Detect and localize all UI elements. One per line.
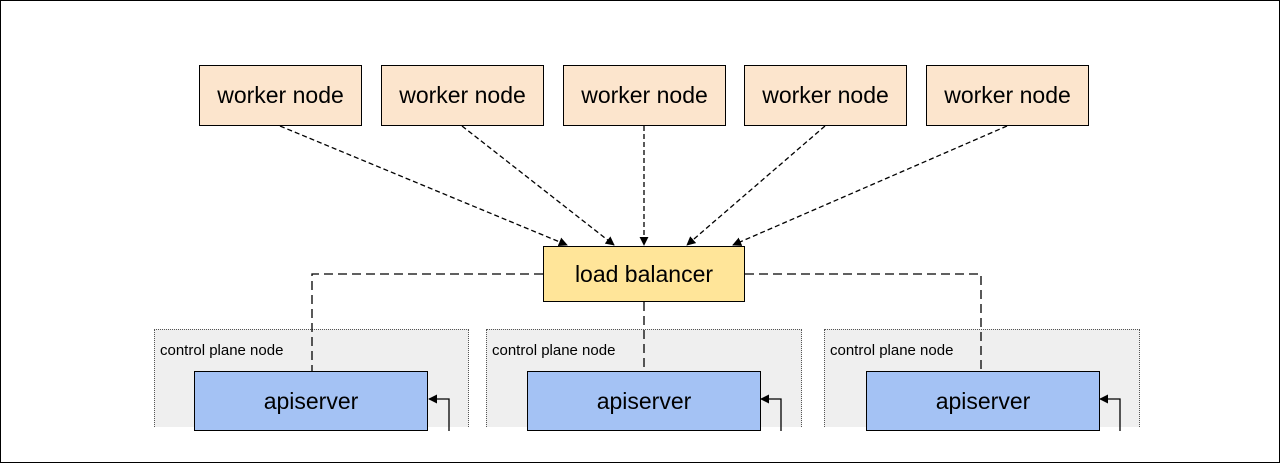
apiserver-3: apiserver (866, 371, 1100, 431)
apiserver-2: apiserver (527, 371, 761, 431)
control-plane-node-label: control plane node (492, 342, 616, 359)
worker-node-1: worker node (199, 65, 362, 126)
worker-2-to-lb-arrow (461, 125, 615, 246)
worker-4-to-lb-arrow (686, 125, 826, 246)
control-plane-node-label: control plane node (160, 342, 284, 359)
worker-node-3: worker node (563, 65, 726, 126)
worker-5-to-lb-arrow (732, 125, 1008, 246)
worker-node-5: worker node (926, 65, 1089, 126)
worker-node-4: worker node (744, 65, 907, 126)
apiserver-1: apiserver (194, 371, 428, 431)
control-plane-node-label: control plane node (830, 342, 954, 359)
worker-1-to-lb-arrow (279, 125, 568, 247)
worker-node-2: worker node (381, 65, 544, 126)
load-balancer: load balancer (543, 246, 745, 302)
